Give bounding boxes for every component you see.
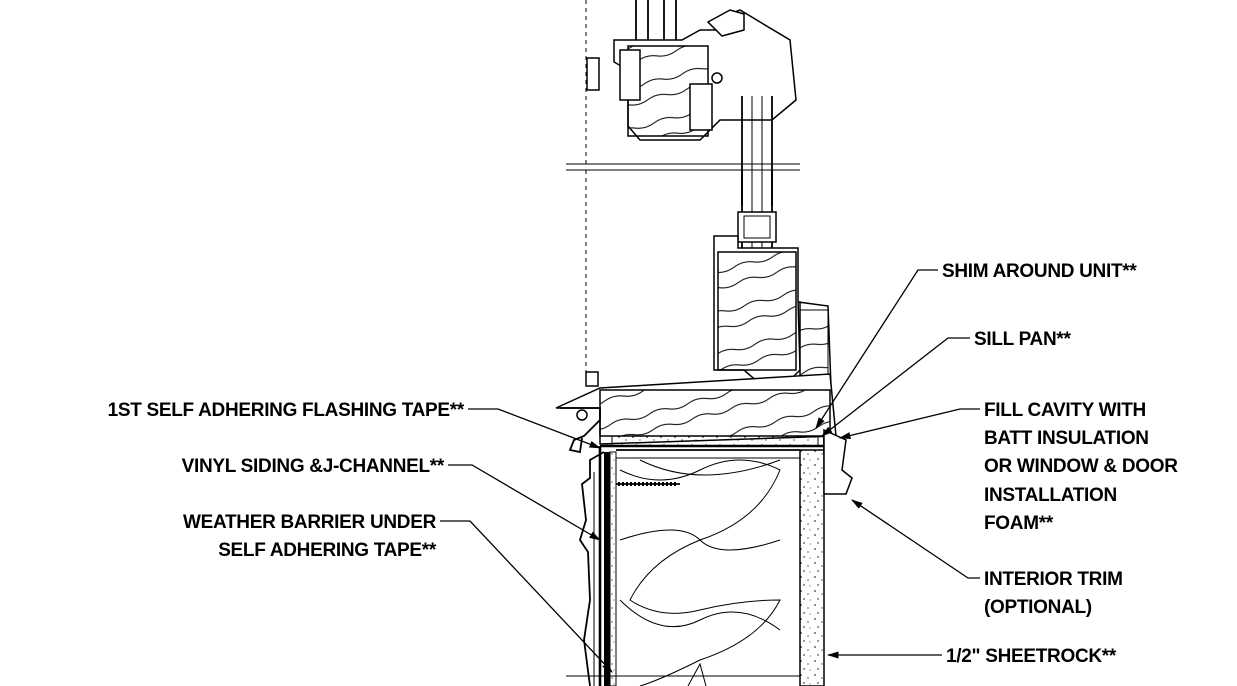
label-weather-barrier-line1: WEATHER BARRIER UNDER bbox=[183, 512, 437, 533]
label-fill-cavity-line1: FILL CAVITY WITH bbox=[984, 400, 1146, 421]
shim-and-sill-pan bbox=[598, 435, 825, 686]
leader-lines bbox=[440, 269, 980, 673]
label-fill-cavity-line5: FOAM** bbox=[984, 513, 1054, 534]
label-sheetrock: 1/2" SHEETROCK** bbox=[946, 646, 1117, 667]
leader-weather-barrier bbox=[440, 520, 613, 673]
label-vinyl-siding: VINYL SIDING &J-CHANNEL** bbox=[182, 456, 445, 477]
label-shim: SHIM AROUND UNIT** bbox=[942, 261, 1137, 282]
label-fill-cavity-line3: OR WINDOW & DOOR bbox=[984, 456, 1178, 477]
leader-sill-pan bbox=[821, 337, 970, 437]
label-sill-pan: SILL PAN** bbox=[974, 329, 1071, 350]
leader-shim bbox=[815, 269, 938, 429]
label-interior-trim-line2: (OPTIONAL) bbox=[984, 597, 1092, 618]
label-interior-trim-line1: INTERIOR TRIM bbox=[984, 569, 1123, 590]
upper-sash bbox=[613, 0, 797, 141]
callout-labels: SHIM AROUND UNIT** SILL PAN** FILL CAVIT… bbox=[108, 261, 1179, 667]
glazing-lower bbox=[737, 170, 777, 250]
label-flashing-tape: 1ST SELF ADHERING FLASHING TAPE** bbox=[108, 400, 465, 421]
label-weather-barrier-line2: SELF ADHERING TAPE** bbox=[218, 540, 437, 561]
leader-interior-trim bbox=[851, 499, 980, 579]
wall-assembly bbox=[566, 428, 853, 686]
label-fill-cavity-line2: BATT INSULATION bbox=[984, 428, 1149, 449]
leader-fill-cavity bbox=[838, 408, 980, 439]
exterior-reference-line bbox=[585, 0, 600, 387]
window-sill bbox=[555, 373, 837, 454]
leader-flashing-tape bbox=[468, 408, 602, 449]
break-line-upper bbox=[566, 163, 800, 171]
leader-vinyl-siding bbox=[448, 464, 602, 541]
label-fill-cavity-line4: INSTALLATION bbox=[984, 485, 1117, 506]
